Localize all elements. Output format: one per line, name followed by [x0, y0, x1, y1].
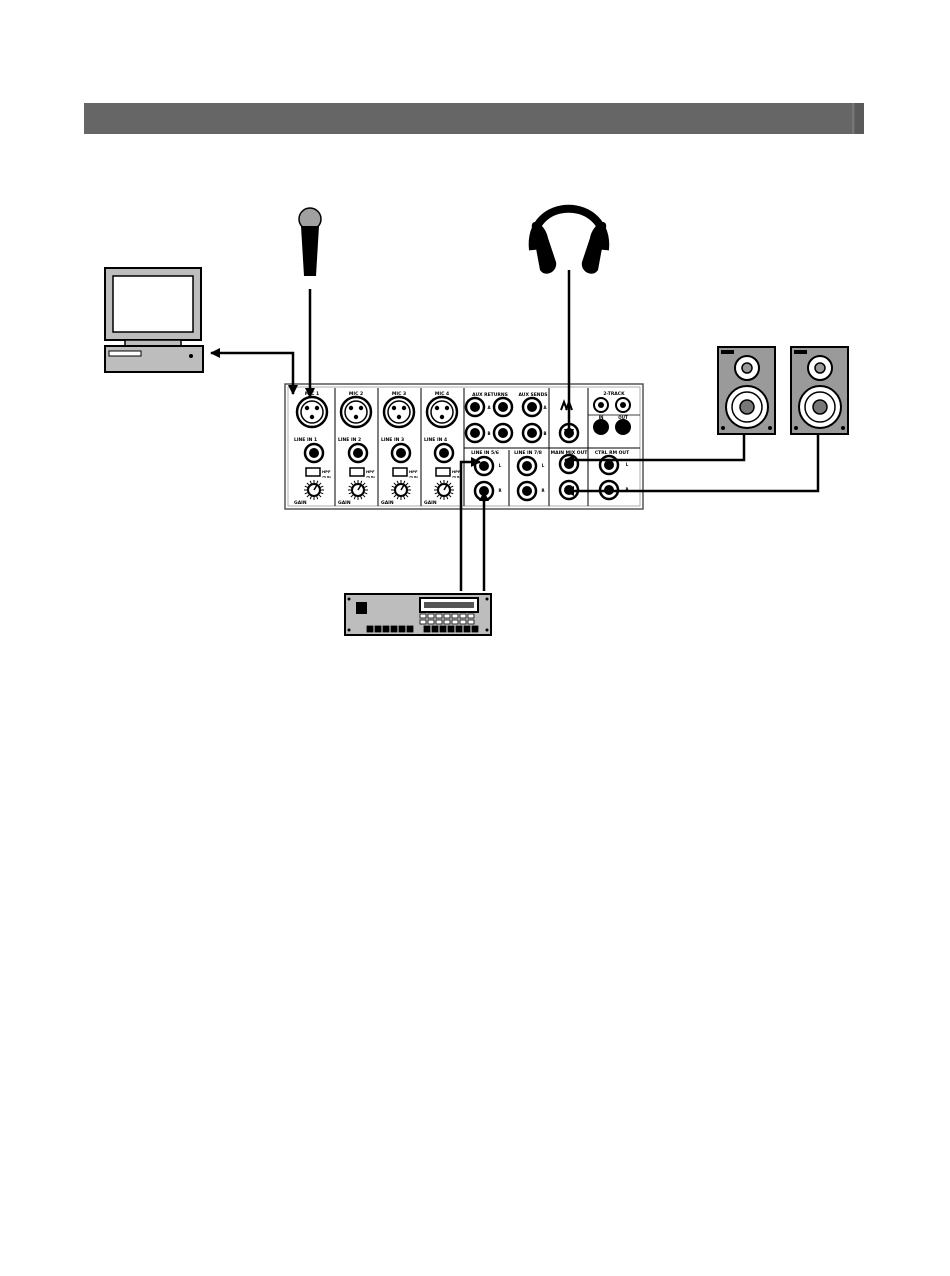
microphone-icon — [299, 208, 321, 276]
hpf-switch — [436, 468, 450, 476]
svg-text:B: B — [543, 431, 546, 436]
svg-text:HPF: HPF — [452, 469, 461, 474]
fx-button — [460, 620, 466, 624]
svg-text:B: B — [487, 431, 490, 436]
fx-button — [391, 626, 397, 632]
svg-text:CTRL RM OUT: CTRL RM OUT — [595, 450, 630, 456]
line-in-label: LINE IN 1 — [294, 437, 317, 443]
svg-text:HPF: HPF — [409, 469, 418, 474]
fx-button — [428, 614, 434, 618]
fx-button — [452, 620, 458, 624]
fx-button — [448, 626, 454, 632]
svg-text:L: L — [499, 463, 502, 468]
fx-button — [444, 620, 450, 624]
svg-text:IN: IN — [599, 415, 604, 420]
svg-text:GAIN: GAIN — [424, 500, 437, 506]
svg-text:L: L — [542, 463, 545, 468]
fx-button — [420, 614, 426, 618]
fx-button — [436, 614, 442, 618]
fx-button — [472, 626, 478, 632]
fx-button — [420, 620, 426, 624]
svg-text:L: L — [626, 462, 629, 467]
hpf-switch — [306, 468, 320, 476]
speaker-right — [791, 347, 848, 434]
fx-button — [367, 626, 373, 632]
svg-text:2-TRACK: 2-TRACK — [603, 391, 625, 397]
fx-button — [428, 620, 434, 624]
fx-button — [452, 614, 458, 618]
line-in-label: LINE IN 4 — [424, 437, 447, 443]
fx-button — [383, 626, 389, 632]
line-in-label: LINE IN 2 — [338, 437, 361, 443]
svg-text:R: R — [541, 488, 544, 493]
svg-text:HPF: HPF — [366, 469, 375, 474]
hpf-switch — [393, 468, 407, 476]
speaker-left — [718, 347, 775, 434]
svg-text:OUT: OUT — [618, 415, 628, 420]
svg-text:GAIN: GAIN — [338, 500, 351, 506]
fx-button — [375, 626, 381, 632]
svg-text:75 Hz: 75 Hz — [409, 475, 418, 479]
fx-button — [456, 626, 462, 632]
fx-button — [444, 614, 450, 618]
fx-button — [399, 626, 405, 632]
line-in-label: LINE IN 3 — [381, 437, 404, 443]
svg-text:LINE IN 5/6: LINE IN 5/6 — [471, 450, 499, 456]
headphones-icon — [532, 209, 606, 274]
fx-button — [432, 626, 438, 632]
svg-text:LINE IN 7/8: LINE IN 7/8 — [514, 450, 542, 456]
fx-button — [468, 620, 474, 624]
svg-text:75 Hz: 75 Hz — [366, 475, 375, 479]
svg-text:HPF: HPF — [322, 469, 331, 474]
fx-button — [424, 626, 430, 632]
svg-text:R: R — [498, 488, 501, 493]
svg-text:GAIN: GAIN — [294, 500, 307, 506]
fx-button — [407, 626, 413, 632]
fx-button — [468, 614, 474, 618]
hpf-switch — [350, 468, 364, 476]
svg-text:75 Hz: 75 Hz — [322, 475, 331, 479]
header-bar — [84, 103, 864, 134]
computer-icon — [105, 268, 203, 372]
fx-button — [464, 626, 470, 632]
fx-button — [436, 620, 442, 624]
svg-text:GAIN: GAIN — [381, 500, 394, 506]
fx-button — [460, 614, 466, 618]
effects-processor-icon — [345, 594, 491, 635]
fx-button — [440, 626, 446, 632]
